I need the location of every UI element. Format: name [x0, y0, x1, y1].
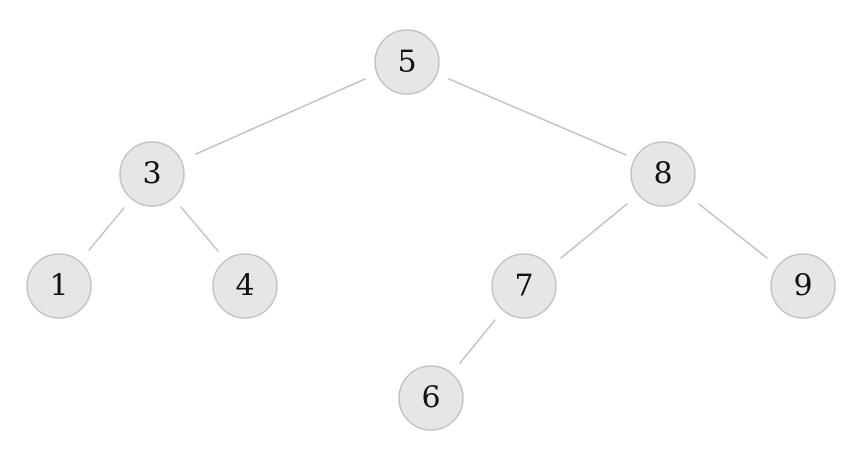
edge-8-7 — [560, 203, 628, 259]
node-label: 6 — [421, 381, 440, 416]
tree-node: 6 — [398, 365, 464, 431]
node-label: 9 — [793, 269, 812, 304]
edge-3-4 — [180, 206, 219, 252]
node-circle — [630, 141, 696, 207]
tree-node: 8 — [630, 141, 696, 207]
edge-5-3 — [195, 78, 366, 155]
edge-7-6 — [459, 319, 496, 364]
tree-node: 9 — [770, 253, 836, 319]
node-label: 7 — [514, 269, 533, 304]
node-circle — [119, 141, 185, 207]
node-circle — [398, 365, 464, 431]
node-label: 5 — [397, 45, 416, 80]
node-circle — [212, 253, 278, 319]
node-label: 3 — [142, 157, 161, 192]
tree-node: 3 — [119, 141, 185, 207]
tree-node: 1 — [26, 253, 92, 319]
node-circle — [491, 253, 557, 319]
edge-8-9 — [698, 203, 768, 259]
tree-node: 7 — [491, 253, 557, 319]
node-circle — [26, 253, 92, 319]
node-circle — [770, 253, 836, 319]
node-label: 8 — [653, 157, 672, 192]
edge-3-1 — [88, 207, 125, 251]
tree-node: 5 — [374, 29, 440, 95]
node-label: 4 — [235, 269, 254, 304]
edge-5-8 — [448, 78, 627, 156]
node-circle — [374, 29, 440, 95]
node-label: 1 — [49, 269, 68, 304]
tree-node: 4 — [212, 253, 278, 319]
